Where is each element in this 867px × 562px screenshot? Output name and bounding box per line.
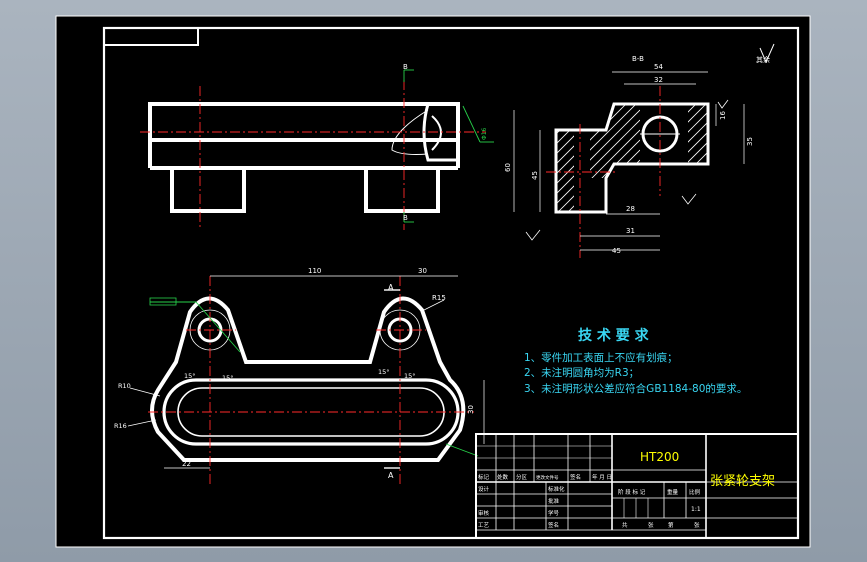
roughness-icon [717, 99, 729, 109]
section-marker-bottom: B [403, 214, 408, 222]
dim-inner-width: 32 [654, 76, 663, 84]
dim-plan-22: 22 [182, 460, 191, 468]
mid-label: 标准化 [548, 485, 565, 493]
dim-right-height: 35 [746, 137, 754, 146]
scale-value: 1:1 [691, 506, 701, 513]
left-label: 审核 [478, 509, 490, 517]
dim-bottom-31: 31 [626, 227, 635, 235]
rev-header: 标记 [478, 473, 490, 481]
requirements-title: 技 术 要 求 [578, 327, 650, 344]
left-label: 工艺 [478, 522, 490, 529]
mid-label: 签名 [548, 521, 559, 529]
code-box [103, 27, 199, 46]
front-view: B B Φ16 [140, 63, 494, 230]
section-label: B-B [632, 55, 644, 63]
dim-top-width: 54 [654, 63, 663, 71]
dim-plan-angle-2: 15° [222, 374, 234, 382]
mid-label: 学号 [548, 509, 560, 517]
rev-header: 更改文件号 [536, 474, 559, 481]
section-view: B-B [504, 43, 775, 258]
title-block: HT200 张紧轮支架 标记 处数 分区 更改文件号 签名 年 月 日 设计 审… [475, 433, 799, 539]
requirement-item: 3、未注明形状公差应符合GB1184-80的要求。 [524, 382, 747, 395]
roughness-icon [525, 229, 541, 241]
requirement-item: 2、未注明圆角均为R3； [524, 366, 639, 379]
sheet-info: 张 [648, 521, 654, 529]
dim-plan-30: 30 [418, 267, 427, 275]
roughness-note: 其余 [756, 55, 770, 64]
section-marker-top: B [403, 63, 408, 71]
dim-bottom-45: 45 [612, 247, 621, 255]
stage-header: 重量 [667, 488, 679, 496]
front-bore-dimension: Φ16 [481, 127, 488, 140]
plan-view: A A 110 30 R15 R10 R16 15° 15° 15° 15° 3… [114, 267, 485, 484]
rev-header: 处数 [497, 473, 509, 481]
dim-left-small: 45 [531, 171, 539, 180]
dim-left-height: 60 [504, 163, 512, 172]
left-label: 设计 [478, 485, 490, 493]
dim-bottom-28: 28 [626, 205, 635, 213]
rev-header: 签名 [570, 473, 581, 481]
view-marker-bottom: A [388, 471, 394, 480]
dim-plan-angle-4: 15° [404, 372, 416, 380]
stage-header: 阶 段 标 记 [618, 488, 646, 496]
rev-header: 年 月 日 [592, 473, 612, 481]
section-outline [554, 102, 710, 214]
stage-header: 比例 [689, 488, 701, 496]
sheet-info: 共 [622, 521, 628, 529]
part-name: 张紧轮支架 [710, 474, 775, 489]
plan-outline [150, 296, 466, 462]
mid-label: 批准 [548, 497, 560, 505]
dim-plan-r15: R15 [432, 294, 446, 302]
sheet-info: 张 [694, 521, 700, 529]
roughness-icon [681, 193, 697, 205]
sheet-outer-border [55, 15, 811, 548]
dim-plan-r10: R10 [118, 382, 131, 390]
dim-plan-slot-height: 30 [467, 405, 475, 414]
requirement-item: 1、零件加工表面上不应有划痕； [524, 351, 678, 364]
dim-right-small: 16 [719, 111, 727, 120]
view-marker-top: A [388, 283, 394, 292]
dim-plan-110: 110 [308, 267, 321, 275]
dim-plan-r16: R16 [114, 422, 127, 430]
sheet-info: 第 [668, 521, 674, 529]
dim-plan-angle-3: 15° [378, 368, 390, 376]
sheet-inner-frame [102, 26, 800, 540]
dim-plan-angle-1: 15° [184, 372, 196, 380]
roughness-icon [759, 43, 775, 64]
rev-header: 分区 [516, 473, 528, 481]
material-label: HT200 [640, 450, 679, 464]
technical-requirements: 技 术 要 求 1、零件加工表面上不应有划痕； 2、未注明圆角均为R3； 3、未… [524, 327, 747, 395]
